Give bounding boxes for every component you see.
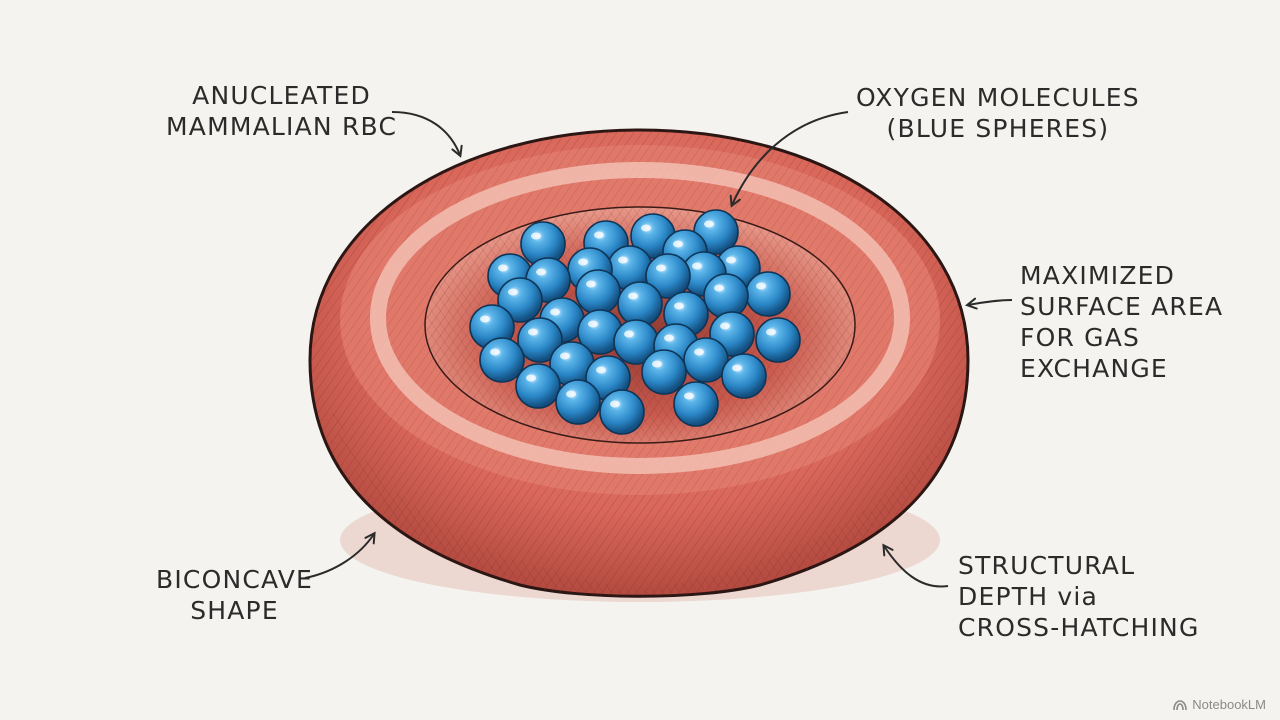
sphere-highlight — [674, 302, 684, 310]
sphere-highlight — [550, 308, 560, 316]
oxygen-sphere — [721, 353, 767, 399]
oxygen-molecules — [469, 209, 801, 435]
arrow-biconcave — [304, 534, 374, 579]
sphere-highlight — [560, 352, 570, 360]
sphere-highlight — [756, 282, 766, 290]
oxygen-sphere — [645, 253, 691, 299]
sphere-highlight — [528, 328, 538, 336]
annotation-arrows — [304, 111, 1013, 588]
oxygen-sphere — [515, 363, 561, 409]
sphere-highlight — [641, 224, 651, 232]
watermark-text: NotebookLM — [1192, 697, 1266, 712]
sphere-highlight — [673, 240, 683, 248]
arrow-anucleated — [391, 111, 460, 155]
rim-highlight — [370, 162, 910, 474]
label-oxygen-molecules: OXYGEN MOLECULES (BLUE SPHERES) — [856, 83, 1140, 143]
sphere-highlight — [586, 280, 596, 288]
sphere-highlight — [508, 288, 518, 296]
sphere-highlight — [664, 334, 674, 342]
sphere-highlight — [618, 256, 628, 264]
oxygen-sphere — [641, 349, 687, 395]
oxygen-sphere — [555, 379, 601, 425]
label-biconcave-shape: BICONCAVE SHAPE — [156, 565, 314, 625]
oxygen-sphere — [497, 277, 543, 323]
sphere-highlight — [596, 366, 606, 374]
notebooklm-logo-icon — [1173, 699, 1188, 710]
sphere-highlight — [656, 264, 666, 272]
sphere-highlight — [531, 232, 541, 240]
sphere-highlight — [498, 264, 508, 272]
sphere-highlight — [490, 348, 500, 356]
sphere-highlight — [714, 284, 724, 292]
sphere-highlight — [732, 364, 742, 372]
sphere-highlight — [652, 360, 662, 368]
sphere-highlight — [704, 220, 714, 228]
sphere-highlight — [692, 262, 702, 270]
sphere-highlight — [624, 330, 634, 338]
sphere-highlight — [566, 390, 576, 398]
arrow-structural — [884, 546, 949, 588]
arrow-surface — [968, 300, 1013, 305]
label-structural-depth: STRUCTURAL DEPTH via CROSS-HATCHING — [958, 551, 1200, 642]
sphere-highlight — [526, 374, 536, 382]
oxygen-sphere — [745, 271, 791, 317]
sphere-highlight — [480, 315, 490, 323]
arrow-oxygen — [732, 111, 849, 205]
oxygen-sphere — [703, 273, 749, 319]
sphere-highlight — [766, 328, 776, 336]
oxygen-sphere — [517, 317, 563, 363]
label-anucleated-rbc: ANUCLEATED MAMMALIAN RBC — [166, 81, 398, 141]
notebooklm-watermark: NotebookLM — [1173, 697, 1266, 712]
sphere-highlight — [588, 320, 598, 328]
oxygen-sphere — [575, 269, 621, 315]
sphere-highlight — [628, 292, 638, 300]
oxygen-sphere — [599, 389, 645, 435]
sphere-highlight — [720, 322, 730, 330]
sphere-highlight — [684, 392, 694, 400]
oxygen-sphere — [755, 317, 801, 363]
sphere-highlight — [536, 268, 546, 276]
label-surface-area: MAXIMIZED SURFACE AREA FOR GAS EXCHANGE — [1020, 261, 1224, 383]
oxygen-sphere — [479, 337, 525, 383]
sphere-highlight — [594, 231, 604, 239]
sphere-highlight — [694, 348, 704, 356]
sphere-highlight — [578, 258, 588, 266]
sphere-highlight — [726, 256, 736, 264]
oxygen-sphere — [673, 381, 719, 427]
sphere-highlight — [610, 400, 620, 408]
oxygen-sphere — [617, 281, 663, 327]
